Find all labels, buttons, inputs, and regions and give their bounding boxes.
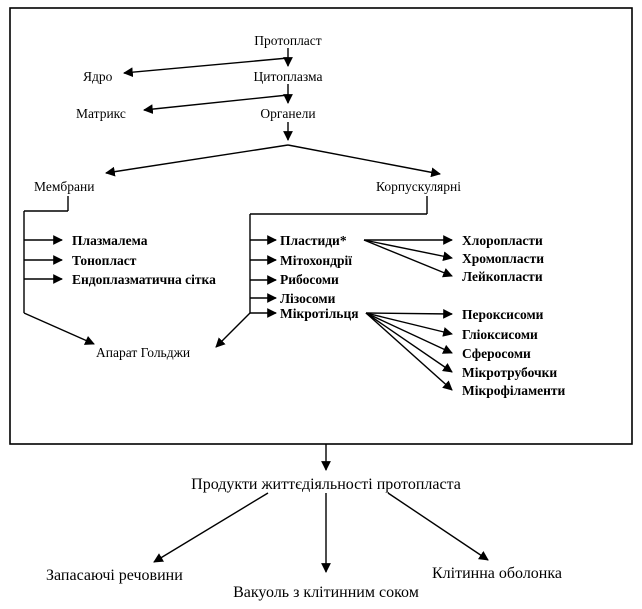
membrane-item: Ендоплазматична сітка <box>72 272 216 287</box>
matrix-label: Матрикс <box>76 106 126 121</box>
corpuscular-item: Мітохондрії <box>280 253 352 268</box>
diagram-frame <box>9 7 633 445</box>
vacuole-label: Вакуоль з клітинним соком <box>233 584 419 601</box>
protoplast-label: Протопласт <box>254 33 321 48</box>
corpuscular-item: Мікротільця <box>280 306 359 321</box>
plastid-type: Хлоропласти <box>462 233 543 248</box>
corpuscular-label: Корпускулярні <box>376 179 461 194</box>
corpuscular-item: Рибосоми <box>280 272 339 287</box>
products-label: Продукти життєдіяльності протопласта <box>191 476 461 493</box>
connector-lines <box>23 48 489 573</box>
microbody-type: Мікротрубочки <box>462 365 557 380</box>
plastid-type: Лейкопласти <box>462 269 543 284</box>
membrane-item: Плазмалема <box>72 233 148 248</box>
organelles-label: Органели <box>260 106 315 121</box>
cytoplasm-label: Цитоплазма <box>254 69 323 84</box>
corpuscular-item: Лізосоми <box>280 291 336 306</box>
microbody-type: Пероксисоми <box>462 307 544 322</box>
membrane-item: Тонопласт <box>72 253 137 268</box>
nucleus-label: Ядро <box>83 69 113 84</box>
wall-label: Клітинна оболонка <box>432 565 562 582</box>
microbody-type: Мікрофіламенти <box>462 383 566 398</box>
membrane-label: Мембрани <box>34 179 94 194</box>
reserve-label: Запасаючі речовини <box>46 567 183 584</box>
golgi-label: Апарат Гольджи <box>96 345 190 360</box>
corpuscular-item: Пластиди* <box>280 233 347 248</box>
microbody-type: Гліоксисоми <box>462 327 538 342</box>
plastid-type: Хромопласти <box>462 251 544 266</box>
microbody-type: Сферосоми <box>462 346 531 361</box>
